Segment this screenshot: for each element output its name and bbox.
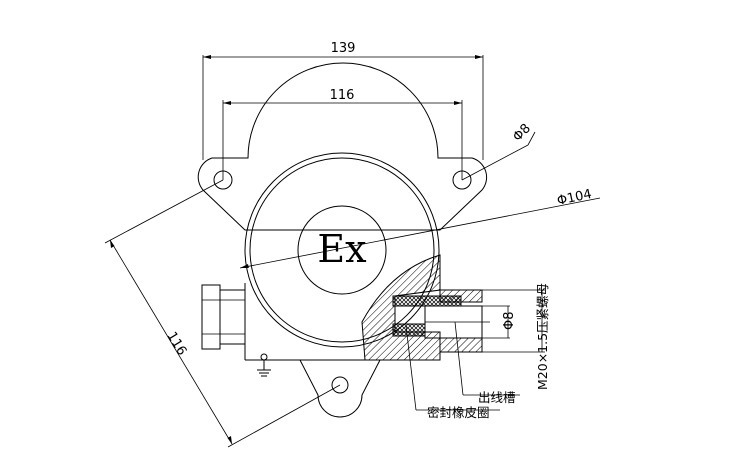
section-view [361, 254, 490, 361]
dim-body-text: Φ104 [556, 187, 593, 209]
dimension-116-top: 116 [222, 88, 463, 180]
mount-hole-bottom [331, 376, 349, 394]
dim-116-text: 116 [330, 88, 355, 103]
mount-hole-right [452, 170, 472, 190]
leader-body-diameter: Φ104 [239, 187, 601, 269]
leader-seal-ring: 密封橡皮圈 [405, 325, 500, 420]
dimension-116-diagonal: 116 [104, 179, 341, 448]
dim-diagonal-text: 116 [164, 329, 190, 358]
seal-ring-bottom [392, 323, 426, 337]
left-gland [201, 284, 246, 350]
label-seal-ring: 密封橡皮圈 [427, 405, 490, 420]
label-cable-slot: 出线槽 [478, 390, 516, 405]
mount-hole-left [213, 170, 233, 190]
dim-139-text: 139 [331, 41, 356, 56]
ex-window [297, 205, 387, 295]
flange-outline [197, 62, 488, 231]
dimension-139: 139 [202, 41, 484, 160]
ex-mark: Ex [317, 227, 366, 271]
housing-body: Ex [244, 152, 440, 348]
leader-hole-diameter: Φ8 [461, 121, 536, 181]
dimension-thread: M20×1.5压紧螺母 [482, 283, 550, 390]
leader-cable-slot: 出线槽 [454, 321, 520, 405]
seal-ring-top [392, 295, 462, 307]
dimension-bore: Φ8 [482, 305, 517, 339]
ground-icon [257, 353, 271, 377]
thread-spec-text: M20×1.5压紧螺母 [535, 283, 550, 390]
dim-bore-text: Φ8 [502, 311, 517, 330]
